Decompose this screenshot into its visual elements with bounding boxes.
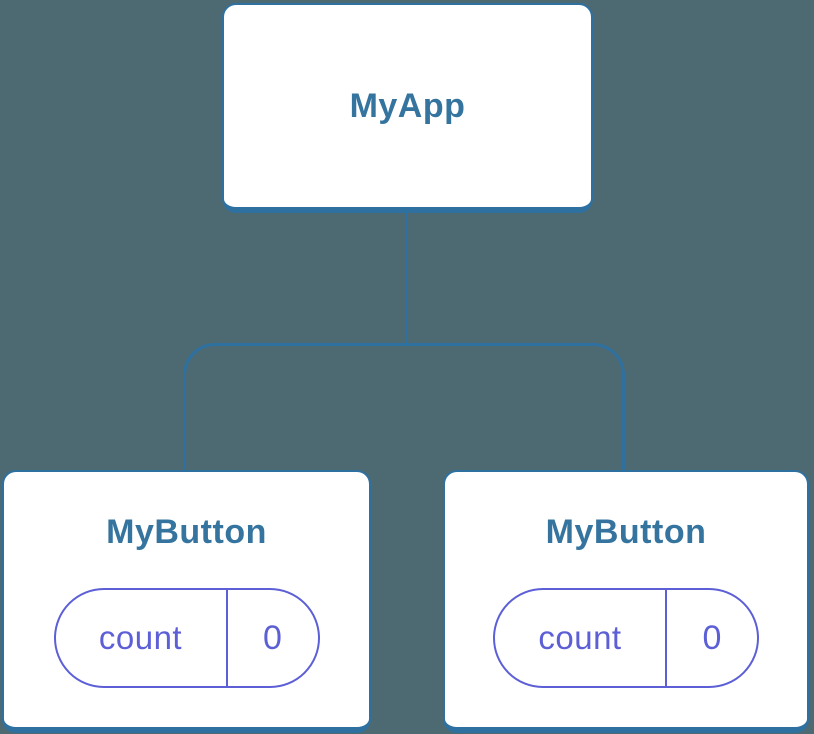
- component-label-myapp: MyApp: [349, 87, 466, 125]
- component-node-mybutton-left: MyButton count 0: [2, 470, 371, 733]
- connector-stem: [405, 211, 408, 345]
- state-pill-left: count 0: [53, 588, 320, 688]
- connector-bracket: [183, 343, 625, 470]
- component-node-myapp: MyApp: [222, 3, 593, 213]
- state-value-right: 0: [702, 618, 722, 657]
- state-key-left: count: [56, 590, 228, 686]
- component-node-mybutton-right: MyButton count 0: [443, 470, 809, 733]
- state-value-left: 0: [263, 618, 282, 657]
- component-label-mybutton-right: MyButton: [545, 513, 707, 551]
- state-pill-right: count 0: [493, 588, 759, 688]
- state-key-right: count: [495, 590, 667, 686]
- component-label-mybutton-left: MyButton: [106, 513, 267, 551]
